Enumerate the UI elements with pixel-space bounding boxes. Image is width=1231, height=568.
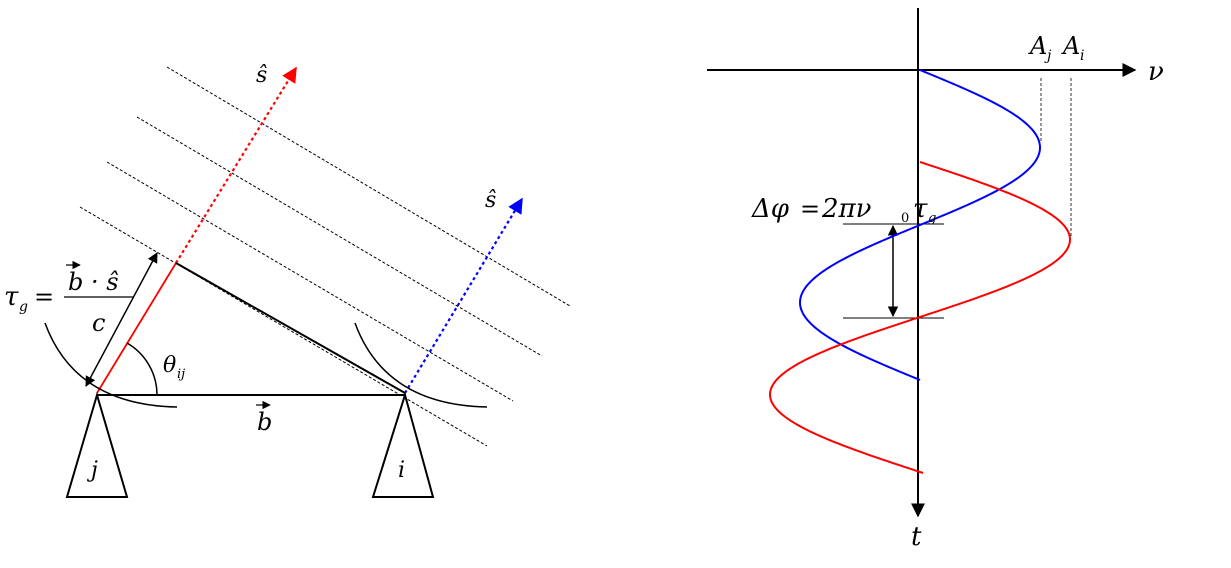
blue-ray-dotted bbox=[404, 197, 523, 394]
tau-g-equals: = bbox=[34, 283, 54, 311]
t-axis-label: t bbox=[911, 522, 922, 552]
s-hat-label-blue: ŝ bbox=[485, 188, 496, 213]
A-j-subscript: j bbox=[1044, 48, 1052, 64]
antenna-j bbox=[65, 391, 129, 498]
A-j-label: A bbox=[1028, 32, 1047, 60]
A-i-subscript: i bbox=[1080, 48, 1084, 64]
delta-phi-label: Δφ bbox=[751, 194, 790, 224]
dish-arc-j bbox=[44, 322, 178, 408]
tau-g-subscript: g bbox=[19, 299, 28, 315]
s-hat-label-red: ŝ bbox=[256, 63, 267, 88]
wave-antenna-i bbox=[769, 161, 1072, 474]
b-dot-s-numerator: b · ŝ bbox=[68, 268, 119, 296]
delay-arrow bbox=[85, 252, 158, 387]
wavefront-lines bbox=[79, 66, 571, 447]
nu-axis-label: ν bbox=[1148, 57, 1164, 87]
tau-g-symbol: τ bbox=[4, 282, 19, 312]
antenna-i bbox=[371, 391, 435, 498]
antenna-j-label: j bbox=[86, 458, 98, 483]
red-ray-dotted bbox=[175, 66, 297, 264]
geometric-delay-diagram: ŝ ŝ τ g = b · ŝ c θ ij b j i bbox=[4, 63, 571, 498]
baseline-label: b bbox=[257, 408, 272, 436]
delay-wavefront-segment bbox=[175, 262, 406, 394]
delta-phi-equals: = bbox=[800, 195, 820, 223]
theta-label: θ bbox=[163, 353, 176, 378]
c-denominator: c bbox=[92, 309, 105, 337]
nu-subscript: 0 bbox=[901, 211, 909, 226]
tau-subscript: g bbox=[928, 211, 936, 226]
wavefront-line bbox=[106, 161, 514, 402]
tau-label: τ bbox=[913, 194, 928, 224]
phase-delay-diagram: A j A i ν t Δφ = 2πν 0 τ g bbox=[707, 8, 1164, 552]
theta-arc bbox=[126, 342, 158, 396]
wave-antenna-j bbox=[798, 69, 1042, 381]
dish-arc-i bbox=[354, 322, 488, 408]
antenna-i-label: i bbox=[398, 458, 405, 483]
wavefront-line bbox=[166, 66, 571, 307]
wavefront-line bbox=[79, 206, 488, 447]
wavefront-line bbox=[136, 116, 543, 357]
two-pi-nu-label: 2πν bbox=[821, 194, 872, 224]
theta-subscript: ij bbox=[177, 367, 185, 382]
A-i-label: A bbox=[1061, 32, 1080, 60]
